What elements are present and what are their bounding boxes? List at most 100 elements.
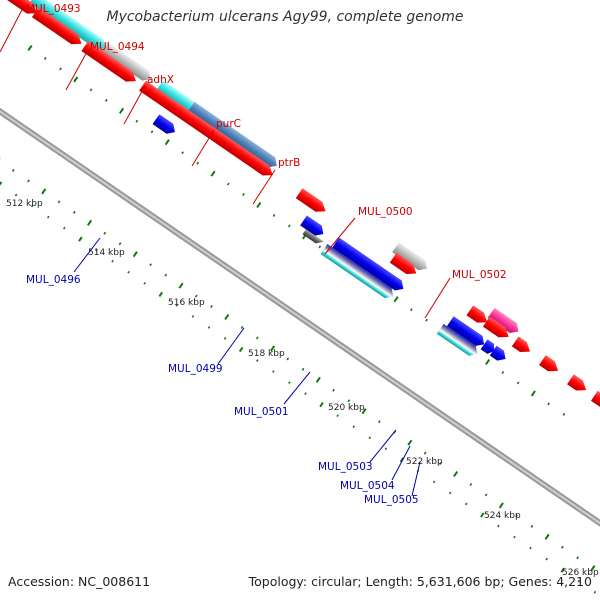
kbp-label-526: 526 kbp	[562, 568, 599, 578]
tick-mark	[336, 414, 339, 418]
tick-mark	[196, 161, 200, 165]
tick-mark	[469, 483, 473, 486]
feature-mul0503[interactable]	[446, 316, 488, 349]
feature-red-5[interactable]	[167, 99, 276, 180]
tick-mark	[561, 545, 564, 549]
tick-mark	[57, 200, 61, 204]
tick-mark	[210, 170, 216, 177]
kbp-label-522: 522 kbp	[406, 457, 443, 467]
feature-red-2[interactable]	[31, 7, 85, 49]
genome-backbone	[0, 107, 600, 527]
tick-mark	[135, 119, 139, 123]
feature-pink[interactable]	[487, 307, 522, 337]
feature-red-12[interactable]	[567, 374, 589, 395]
feature-mul0499-gray[interactable]	[302, 229, 325, 246]
tick-mark	[0, 181, 3, 186]
tick-mark	[41, 188, 47, 195]
gene-label-mul0501[interactable]: MUL_0501	[234, 406, 289, 418]
gene-label-mul0499[interactable]: MUL_0499	[168, 363, 223, 375]
kbp-label-520: 520 kbp	[328, 403, 365, 413]
feature-red-10[interactable]	[511, 336, 534, 356]
tick-mark	[270, 345, 276, 352]
gene-label-mul0500[interactable]: MUL_0500	[358, 206, 413, 218]
tick-mark	[127, 270, 130, 274]
feature-red-8[interactable]	[466, 305, 490, 327]
tick-mark	[384, 447, 388, 451]
tick-mark	[393, 296, 399, 303]
tick-mark	[30, 204, 34, 208]
tick-mark	[143, 281, 146, 285]
gene-label-mul0502[interactable]: MUL_0502	[452, 269, 507, 281]
feature-mul0505-a[interactable]	[480, 339, 498, 356]
tick-mark	[432, 480, 436, 484]
tick-mark	[14, 193, 18, 197]
tick-mark	[73, 76, 79, 83]
feature-red-11[interactable]	[539, 355, 561, 376]
tick-mark	[223, 337, 227, 340]
feature-adhx-gray[interactable]	[100, 41, 154, 84]
feature-red-9[interactable]	[482, 316, 512, 342]
feature-mul0494-cyan[interactable]	[29, 0, 108, 53]
tick-mark	[27, 179, 30, 183]
tick-mark	[287, 224, 291, 228]
tick-mark	[480, 512, 485, 518]
tick-mark	[513, 535, 516, 539]
tick-mark	[256, 201, 262, 209]
gene-label-mul0503[interactable]: MUL_0503	[318, 461, 373, 473]
feature-red-7[interactable]	[389, 252, 420, 279]
gene-label-mul0505[interactable]: MUL_0505	[364, 494, 419, 506]
tick-mark	[89, 88, 93, 92]
feature-mul0505-b[interactable]	[489, 345, 509, 364]
gene-label-mul0494[interactable]: MUL_0494	[90, 41, 145, 53]
topology-text: Topology: circular; Length: 5,631,606 bp…	[248, 574, 592, 589]
tick-mark	[181, 151, 184, 155]
tick-mark	[332, 388, 335, 392]
gene-label-adhx[interactable]: adhX	[147, 74, 174, 86]
tick-mark	[425, 318, 428, 322]
feature-mul0501-stripes[interactable]	[320, 244, 397, 301]
feature-mul0496[interactable]	[152, 114, 179, 137]
tick-mark	[242, 193, 245, 197]
feature-mul0501-blue[interactable]	[332, 237, 406, 294]
tick-mark	[288, 381, 291, 384]
feature-mul0502-gray[interactable]	[392, 242, 430, 273]
tick-mark	[11, 168, 15, 172]
gene-label-ptrb[interactable]: ptrB	[278, 157, 300, 169]
feature-mul0504[interactable]	[436, 323, 481, 359]
tick-mark	[150, 130, 154, 134]
tick-mark	[544, 533, 550, 540]
feature-ptrb-steelblue[interactable]	[187, 101, 281, 171]
feature-red-13[interactable]	[590, 390, 600, 412]
feature-red-6[interactable]	[295, 188, 329, 216]
tick-mark	[72, 210, 76, 214]
tick-mark	[497, 524, 500, 528]
feature-red-1[interactable]	[0, 0, 40, 18]
feature-red-3[interactable]	[81, 41, 139, 86]
tick-mark	[111, 259, 114, 263]
gene-label-mul0504[interactable]: MUL_0504	[340, 480, 395, 492]
tick-mark	[164, 273, 168, 277]
tick-mark	[238, 346, 244, 353]
feature-red-4[interactable]	[139, 80, 180, 115]
tick-mark	[515, 514, 518, 518]
gene-label-mul0493[interactable]: MUL_0493	[26, 3, 81, 15]
tick-mark	[453, 470, 459, 478]
outer-feature-row	[29, 0, 522, 337]
tick-mark	[178, 282, 184, 289]
tick-mark	[529, 546, 532, 550]
tick-mark	[118, 242, 122, 246]
tick-mark	[164, 139, 170, 146]
middle-feature-row	[0, 0, 600, 412]
tick-mark	[319, 402, 324, 408]
tick-mark	[347, 399, 351, 403]
tick-mark	[240, 325, 244, 329]
tick-mark	[86, 219, 93, 226]
tick-mark	[423, 451, 427, 455]
gene-label-purc[interactable]: purC	[216, 118, 241, 130]
tick-mark	[560, 567, 565, 573]
tick-mark	[207, 326, 211, 329]
kbp-label-514: 514 kbp	[88, 248, 125, 258]
gene-label-mul0496[interactable]: MUL_0496	[26, 274, 81, 286]
feature-blue-small[interactable]	[300, 215, 327, 238]
